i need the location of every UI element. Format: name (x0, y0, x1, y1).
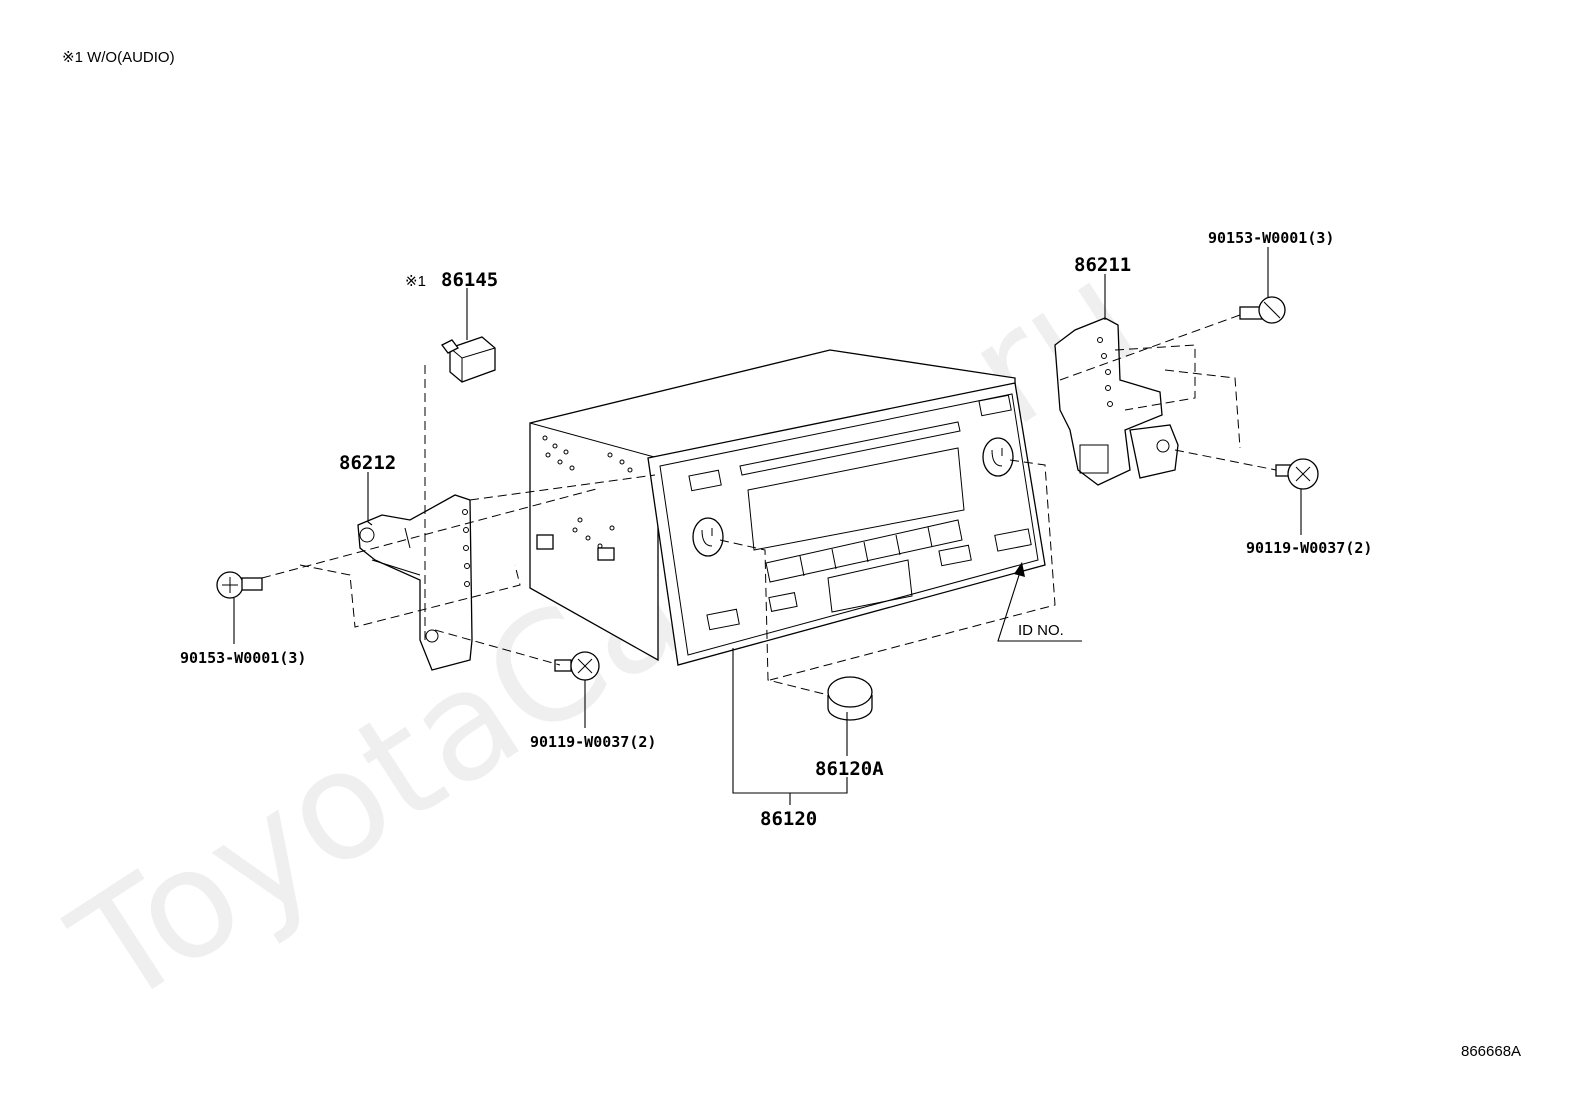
label-id-no: ID NO. (1018, 622, 1064, 639)
label-86120A: 86120A (815, 758, 884, 780)
label-86145: 86145 (441, 269, 498, 291)
radio-receiver[interactable] (529, 349, 1046, 666)
footnote-wo-audio: ※1 W/O(AUDIO) (62, 49, 175, 66)
label-90153-right: 90153-W0001(3) (1208, 229, 1334, 247)
antenna-plug[interactable] (441, 336, 496, 383)
label-90119-right: 90119-W0037(2) (1246, 539, 1372, 557)
screw-right-bottom[interactable] (1275, 458, 1319, 490)
label-90153-left: 90153-W0001(3) (180, 649, 306, 667)
label-86120: 86120 (760, 808, 817, 830)
bracket-left[interactable] (357, 494, 473, 671)
bolt-left[interactable] (216, 571, 263, 599)
label-prefix-note: ※1 (405, 273, 426, 290)
watermark: ToyotaCarline.ru (44, 228, 1165, 1040)
label-86212: 86212 (339, 452, 396, 474)
bolt-right[interactable] (1239, 296, 1286, 324)
label-90119-left: 90119-W0037(2) (530, 733, 656, 751)
leader-lines (233, 247, 1302, 805)
bracket-right[interactable] (1054, 317, 1179, 486)
knob[interactable] (827, 676, 873, 721)
screw-left-bottom[interactable] (554, 651, 600, 681)
assembly-lines (261, 314, 1277, 696)
label-86211: 86211 (1074, 254, 1131, 276)
figure-code: 866668A (1461, 1043, 1521, 1060)
